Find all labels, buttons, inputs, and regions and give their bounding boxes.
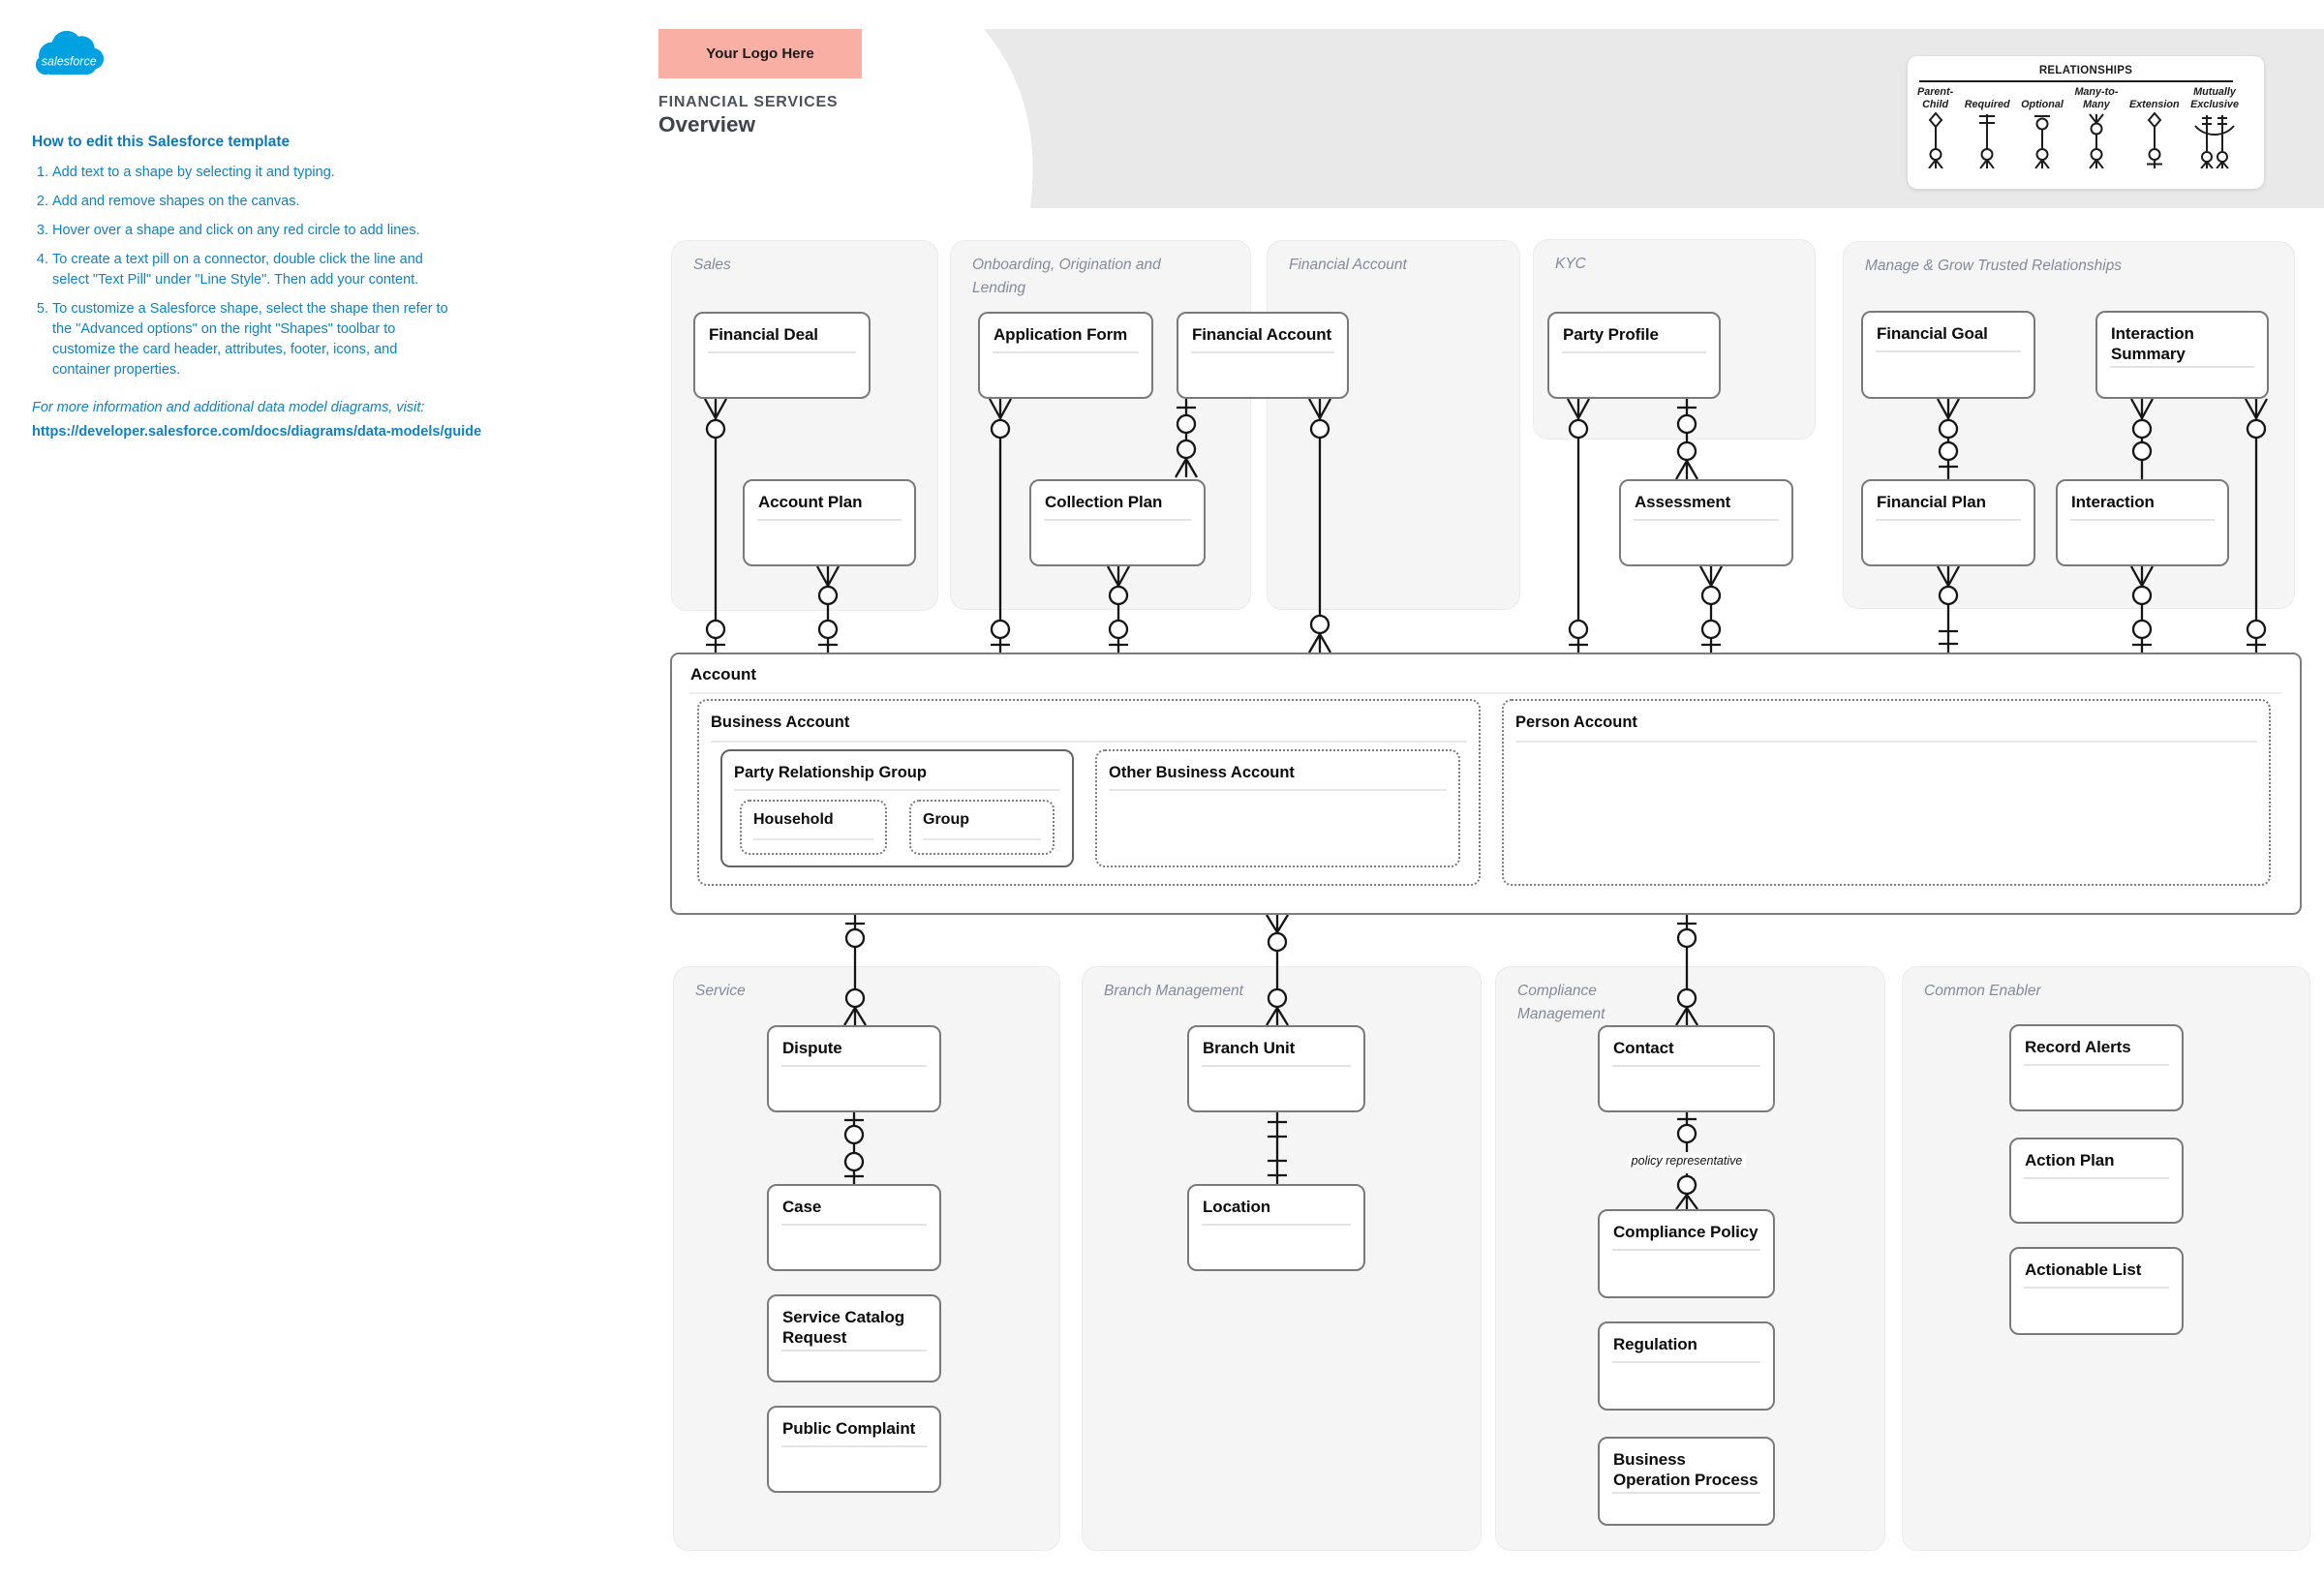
- entity-actionable-list[interactable]: Actionable List: [2009, 1247, 2184, 1335]
- entity-action-plan[interactable]: Action Plan: [2009, 1138, 2184, 1224]
- entity-account-plan[interactable]: Account Plan: [743, 479, 916, 566]
- entity-location[interactable]: Location: [1187, 1184, 1365, 1271]
- legend-item-extension: Extension: [2129, 85, 2180, 168]
- entity-business-operation-process[interactable]: Business Operation Process: [1598, 1437, 1775, 1526]
- crow-feet: [703, 398, 2269, 1210]
- entity-financial-goal[interactable]: Financial Goal: [1861, 311, 2035, 399]
- diagram-category: FINANCIAL SERVICES: [658, 94, 839, 110]
- entity-service-catalog-request[interactable]: Service Catalog Request: [767, 1294, 941, 1382]
- party-relationship-group-container[interactable]: Party Relationship Group Household Group: [720, 749, 1074, 867]
- page-title: Overview: [658, 112, 756, 137]
- instruction-step: Add text to a shape by selecting it and …: [52, 163, 448, 183]
- legend-item-parent-child: Parent- Child: [1917, 85, 1953, 168]
- more-info-text: For more information and additional data…: [32, 400, 425, 416]
- mutually-exclusive-symbol: [2194, 114, 2235, 168]
- entity-branch-unit[interactable]: Branch Unit: [1187, 1025, 1365, 1112]
- entity-collection-plan[interactable]: Collection Plan: [1029, 479, 1206, 566]
- entity-regulation[interactable]: Regulation: [1598, 1321, 1775, 1411]
- instruction-step: Add and remove shapes on the canvas.: [52, 192, 448, 212]
- entity-financial-deal[interactable]: Financial Deal: [693, 312, 871, 399]
- connector-label-policy-representative: policy representative: [1628, 1154, 1746, 1168]
- entity-interaction[interactable]: Interaction: [2056, 479, 2229, 566]
- entity-financial-account[interactable]: Financial Account: [1177, 312, 1349, 399]
- entity-party-profile[interactable]: Party Profile: [1547, 312, 1721, 399]
- parent-child-symbol: [1927, 111, 1943, 168]
- instruction-step: To customize a Salesforce shape, select …: [52, 299, 448, 380]
- entity-record-alerts[interactable]: Record Alerts: [2009, 1024, 2184, 1111]
- legend-item-required: Required: [1965, 85, 2010, 168]
- entity-compliance-policy[interactable]: Compliance Policy: [1598, 1209, 1775, 1298]
- account-label: Account: [690, 665, 756, 683]
- one-ticks: [706, 406, 2266, 1178]
- legend-item-many-to-many: Many-to- Many: [2074, 85, 2118, 168]
- entity-financial-plan[interactable]: Financial Plan: [1861, 479, 2035, 566]
- business-account-container[interactable]: Business Account Party Relationship Grou…: [697, 699, 1481, 886]
- instruction-step: Hover over a shape and click on any red …: [52, 221, 448, 241]
- instructions-list: Add text to a shape by selecting it and …: [32, 163, 448, 380]
- legend-rule: [1919, 80, 2233, 82]
- legend-item-mutually-exclusive: Mutually Exclusive: [2190, 85, 2239, 168]
- svg-text:salesforce: salesforce: [42, 55, 97, 69]
- entity-contact[interactable]: Contact: [1598, 1025, 1775, 1112]
- entity-application-form[interactable]: Application Form: [978, 312, 1153, 399]
- legend-title: RELATIONSHIPS: [2038, 65, 2133, 76]
- entity-assessment[interactable]: Assessment: [1619, 479, 1793, 566]
- many-to-many-symbol: [2089, 112, 2104, 168]
- connector-lines: [714, 399, 2258, 1209]
- data-models-guide-link[interactable]: https://developer.salesforce.com/docs/di…: [32, 424, 482, 440]
- other-business-account-container[interactable]: Other Business Account: [1095, 749, 1460, 867]
- edit-instructions: How to edit this Salesforce template Add…: [32, 134, 482, 440]
- salesforce-logo-icon: salesforce: [35, 30, 105, 76]
- entity-public-complaint[interactable]: Public Complaint: [767, 1406, 941, 1493]
- entity-case[interactable]: Case: [767, 1184, 941, 1271]
- account-container[interactable]: Account Business Account Party Relations…: [670, 653, 2302, 915]
- instruction-step: To create a text pill on a connector, do…: [52, 250, 448, 290]
- entity-dispute[interactable]: Dispute: [767, 1025, 941, 1112]
- group-financial-account[interactable]: Financial Account: [1267, 240, 1520, 610]
- optional-symbol: [2034, 114, 2050, 168]
- relationships-legend: RELATIONSHIPS Parent- Child Required Opt…: [1908, 56, 2264, 189]
- extension-symbol: [2146, 111, 2162, 168]
- your-logo-placeholder[interactable]: Your Logo Here: [658, 29, 862, 78]
- entity-interaction-summary[interactable]: Interaction Summary: [2095, 311, 2269, 399]
- group-container[interactable]: Group: [909, 800, 1055, 855]
- legend-item-optional: Optional: [2021, 85, 2064, 168]
- instructions-title: How to edit this Salesforce template: [32, 134, 290, 150]
- optional-circles: [705, 413, 2267, 1196]
- required-symbol: [1979, 113, 1996, 168]
- household-container[interactable]: Household: [740, 800, 887, 855]
- person-account-container[interactable]: Person Account: [1502, 699, 2271, 886]
